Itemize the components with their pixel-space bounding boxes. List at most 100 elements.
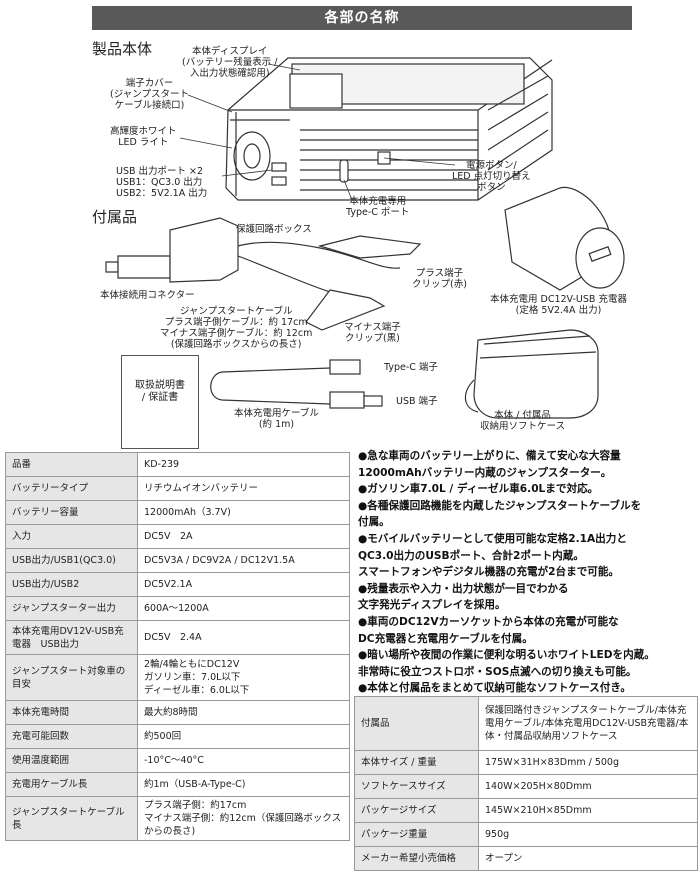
spec-key: 品番 — [5, 452, 138, 477]
feature-list: ●急な車両のバッテリー上がりに、備えて安心な大容量 12000mAhバッテリー内蔵… — [358, 448, 698, 697]
accessory-value: 145W×210H×85Dmm — [478, 798, 698, 823]
spec-value: 約1m（USB-A-Type-C) — [137, 772, 350, 797]
spec-key: 本体充電用DV12V-USB充電器 USB出力 — [5, 620, 138, 655]
spec-key: USB出力/USB2 — [5, 572, 138, 597]
accessory-value: オープン — [478, 846, 698, 871]
accessory-key: パッケージサイズ — [354, 798, 479, 823]
accessory-value: 140W×205H×80Dmm — [478, 774, 698, 799]
spec-key: USB出力/USB1(QC3.0) — [5, 548, 138, 573]
spec-key: 入力 — [5, 524, 138, 549]
charging-cable-label: 本体充電用ケーブル(約 1m) — [234, 408, 319, 430]
accessories-table: 付属品保護回路付きジャンプスタートケーブル/本体充電用ケーブル/本体充電用DC1… — [354, 696, 698, 871]
feature-line: 12000mAhバッテリー内蔵のジャンプスターター。 — [358, 466, 612, 479]
accessory-key: ソフトケースサイズ — [354, 774, 479, 799]
plus-clip-label: プラス端子クリップ(赤) — [412, 268, 467, 290]
spec-row: 本体充電時間最大約8時間 — [5, 700, 350, 725]
spec-key: 充電用ケーブル長 — [5, 772, 138, 797]
spec-value: リチウムイオンバッテリー — [137, 476, 350, 501]
spec-row: 使用温度範囲-10°C～40°C — [5, 748, 350, 773]
terminal-cover-label: 端子カバー(ジャンプスタートケーブル接続口) — [110, 78, 189, 111]
feature-line: ●本体と付属品をまとめて収納可能なソフトケース付き。 — [358, 682, 632, 695]
typec-terminal-label: Type-C 端子 — [384, 362, 438, 373]
feature-line: ●暗い場所や夜間の作業に便利な明るいホワイトLEDを内蔵。 — [358, 649, 655, 662]
spec-row: 充電可能回数約500回 — [5, 724, 350, 749]
feature-line: 付属。 — [358, 516, 390, 529]
soft-case-image — [464, 329, 599, 419]
spec-row: 充電用ケーブル長約1m（USB-A-Type-C) — [5, 772, 350, 797]
spec-key: ジャンプスタート対象車の目安 — [5, 654, 138, 701]
feature-line: ●ガソリン車7.0L / ディーゼル車6.0Lまで対応。 — [358, 483, 599, 496]
spec-value: DC5V 2.4A — [137, 620, 350, 655]
usb-terminal-label: USB 端子 — [396, 396, 438, 407]
page-title: 各部の名称 — [92, 6, 632, 30]
spec-key: 本体充電時間 — [5, 700, 138, 725]
accessory-value: 保護回路付きジャンプスタートケーブル/本体充電用ケーブル/本体充電用DC12V-… — [478, 696, 698, 751]
connector-label: 本体接続用コネクター — [100, 290, 195, 301]
spec-row: バッテリータイプリチウムイオンバッテリー — [5, 476, 350, 501]
accessory-key: 付属品 — [354, 696, 479, 751]
feature-line: ●急な車両のバッテリー上がりに、備えて安心な大容量 — [358, 450, 621, 462]
charging-cable-image — [210, 359, 383, 409]
jump-cable-image — [105, 217, 422, 331]
spec-value: 最大約8時間 — [137, 700, 350, 725]
accessory-key: 本体サイズ / 重量 — [354, 750, 479, 775]
spec-value: 600A～1200A — [137, 596, 350, 621]
car-charger-label: 本体充電用 DC12V-USB 充電器(定格 5V2.4A 出力) — [490, 294, 627, 316]
spec-key: バッテリー容量 — [5, 500, 138, 525]
spec-key: バッテリータイプ — [5, 476, 138, 501]
main-unit-heading: 製品本体 — [92, 40, 153, 58]
spec-value: 約500回 — [137, 724, 350, 749]
accessories-heading: 付属品 — [92, 208, 138, 226]
feature-line: ●モバイルバッテリーとして使用可能な定格2.1A出力と — [358, 532, 627, 545]
feature-line: ●各種保護回路機能を内蔵したジャンプスタートケーブルを — [358, 499, 642, 512]
spec-value: DC5V2.1A — [137, 572, 350, 597]
accessory-value: 950g — [478, 822, 698, 847]
spec-value: 12000mAh（3.7V) — [137, 500, 350, 525]
spec-key: ジャンプスターター出力 — [5, 596, 138, 621]
feature-line: 文字発光ディスプレイを採用。 — [358, 599, 506, 612]
soft-case-label: 本体 / 付属品収納用ソフトケース — [480, 410, 566, 432]
accessory-key: パッケージ重量 — [354, 822, 479, 847]
feature-line: スマートフォンやデジタル機器の充電が2台まで可能。 — [358, 566, 620, 579]
spec-row: USB出力/USB1(QC3.0)DC5V3A / DC9V2A / DC12V… — [5, 548, 350, 573]
accessory-row: 付属品保護回路付きジャンプスタートケーブル/本体充電用ケーブル/本体充電用DC1… — [354, 696, 698, 751]
jump-starter-unit-image — [225, 57, 553, 201]
feature-line: DC充電器と充電用ケーブルを付属。 — [358, 632, 533, 645]
power-button-label: 電源ボタン/LED 点灯切り替えボタン — [452, 160, 531, 193]
car-charger-image — [504, 186, 625, 291]
accessory-value: 175W×31H×83Dmm / 500g — [478, 750, 698, 775]
feature-line: ●車両のDC12Vカーソケットから本体の充電が可能な — [358, 615, 619, 628]
accessory-row: メーカー希望小売価格オープン — [354, 846, 698, 871]
spec-value: KD-239 — [137, 452, 350, 477]
spec-key: 使用温度範囲 — [5, 748, 138, 773]
manual-warranty-box: 取扱説明書/ 保証書 — [121, 355, 199, 449]
spec-key: ジャンプスタートケーブル長 — [5, 796, 138, 841]
feature-line: QC3.0出力のUSBポート、合計2ポート内蔵。 — [358, 549, 584, 562]
display-label: 本体ディスプレイ(バッテリー残量表示 /入出力状態確認用) — [182, 46, 278, 79]
accessory-key: メーカー希望小売価格 — [354, 846, 479, 871]
protection-box-label: 保護回路ボックス — [236, 224, 312, 235]
spec-value: DC5V 2A — [137, 524, 350, 549]
spec-key: 充電可能回数 — [5, 724, 138, 749]
feature-line: ●残量表示や入力・出力状態が一目でわかる — [358, 582, 569, 595]
product-illustrations — [105, 57, 625, 419]
feature-line: 非常時に役立つストロボ・SOS点滅への切り換えも可能。 — [358, 665, 637, 678]
spec-value: -10°C～40°C — [137, 748, 350, 773]
